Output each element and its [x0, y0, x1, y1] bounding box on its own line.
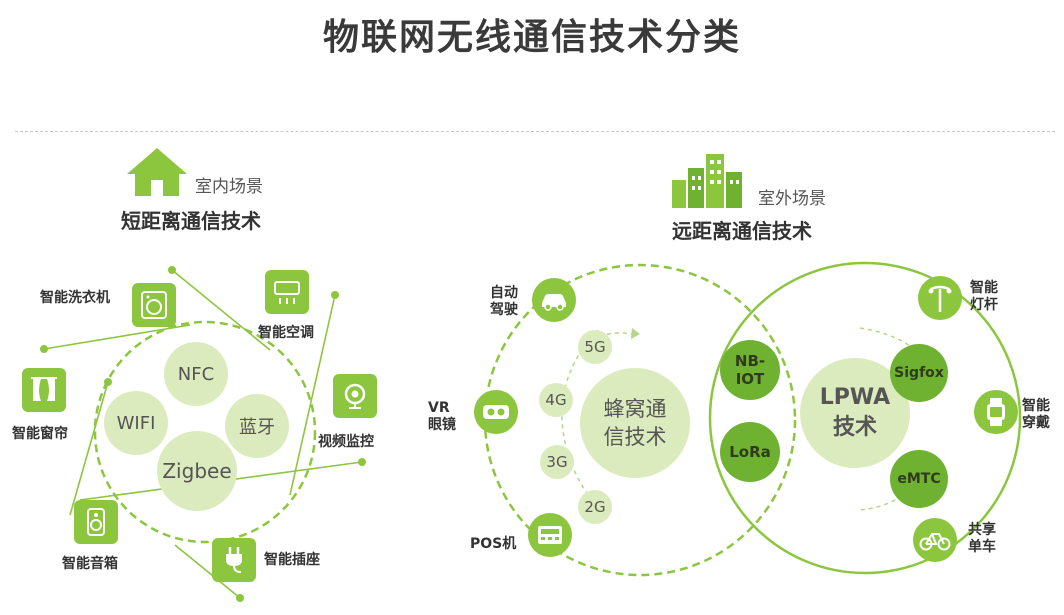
speaker-label: 智能音箱	[62, 556, 118, 572]
wearable-label: 智能穿戴	[1022, 398, 1050, 431]
streetlight-label: 智能灯杆	[970, 280, 998, 313]
vr-label: VR眼镜	[428, 400, 456, 433]
outdoor-scene-label: 室外场景	[758, 189, 826, 209]
ac-icon	[265, 270, 309, 314]
page-title: 物联网无线通信技术分类	[322, 17, 741, 58]
outdoor-tech-label: 远距离通信技术	[672, 219, 812, 243]
city-buildings-icon	[670, 150, 750, 214]
speaker-icon	[74, 500, 118, 544]
curtain-label: 智能窗帘	[12, 426, 68, 442]
pos-machine-icon	[528, 513, 572, 557]
camera-icon	[333, 374, 377, 418]
lora-bubble: LoRa	[720, 422, 780, 482]
indoor-dashed-ring	[93, 320, 317, 544]
ac-label: 智能空调	[258, 325, 314, 341]
wearable-icon	[974, 390, 1018, 434]
nbiot-bubble: NB-IOT	[720, 340, 780, 400]
washer-icon	[132, 283, 176, 327]
zigbee-bubble: Zigbee	[157, 431, 237, 511]
vr-glasses-icon	[474, 390, 518, 434]
indoor-tech-label: 短距离通信技术	[121, 209, 261, 233]
lpwa-bubble: LPWA技术	[800, 358, 910, 468]
camera-label: 视频监控	[318, 434, 374, 450]
nfc-bubble: NFC	[164, 342, 228, 406]
bike-label: 共享单车	[968, 522, 996, 555]
curtain-icon	[22, 368, 66, 412]
gen-5g-bubble: 5G	[578, 330, 612, 364]
indoor-scene-label: 室内场景	[195, 177, 263, 197]
section-divider	[15, 131, 1055, 132]
socket-label: 智能插座	[264, 552, 320, 568]
gen-3g-bubble: 3G	[540, 445, 574, 479]
car-icon	[532, 278, 576, 322]
lpwa-ring	[708, 261, 1022, 575]
pos-label: POS机	[470, 536, 517, 552]
washer-label: 智能洗衣机	[40, 290, 110, 306]
house-icon	[125, 146, 189, 202]
wifi-bubble: WIFI	[104, 391, 168, 455]
emtc-bubble: eMTC	[890, 450, 948, 508]
bike-icon	[913, 518, 957, 562]
gen-4g-bubble: 4G	[539, 383, 573, 417]
car-label: 自动驾驶	[490, 285, 518, 318]
sigfox-bubble: Sigfox	[890, 344, 948, 402]
gen-2g-bubble: 2G	[578, 490, 612, 524]
streetlight-icon	[918, 276, 962, 320]
socket-icon	[212, 538, 256, 582]
cellular-bubble: 蜂窝通信技术	[580, 368, 690, 478]
bluetooth-bubble: 蓝牙	[225, 394, 289, 458]
